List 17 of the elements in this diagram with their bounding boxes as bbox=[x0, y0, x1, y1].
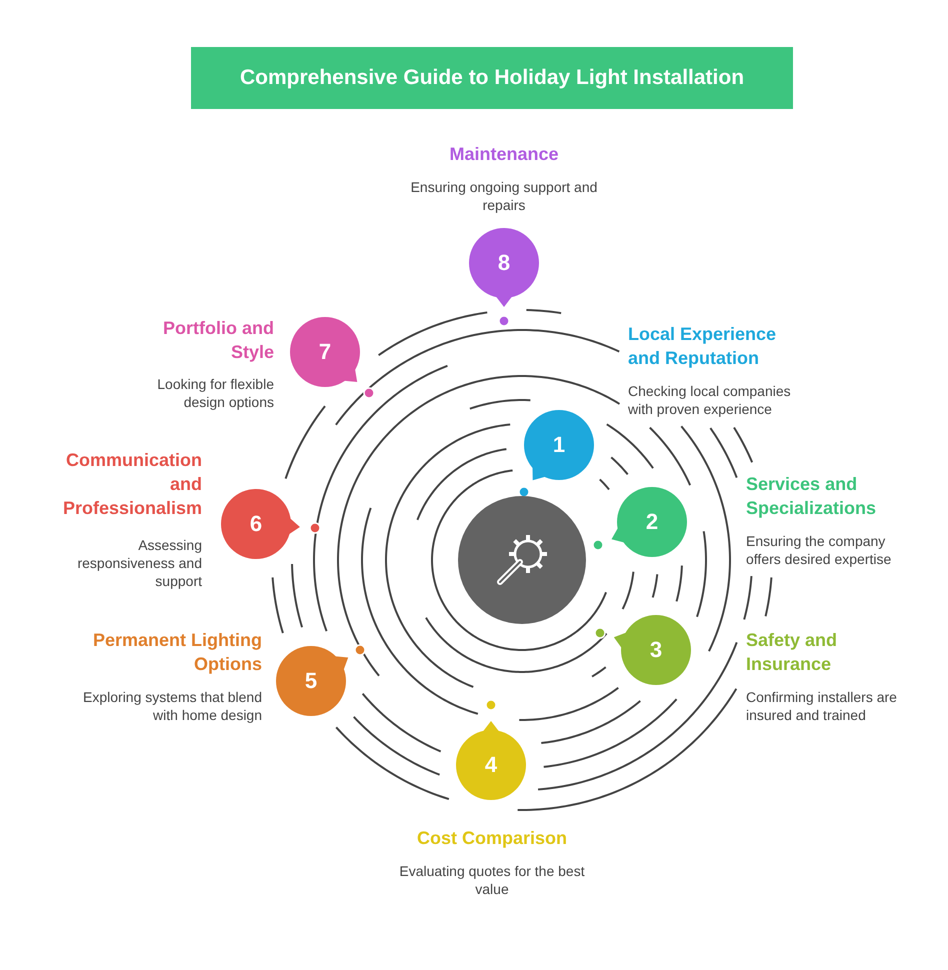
step-description: Looking for flexible design options bbox=[156, 375, 274, 411]
step-description: Exploring systems that blend with home design bbox=[82, 688, 262, 724]
step-description: Ensuring ongoing support and repairs bbox=[410, 178, 598, 214]
step-description: Assessing responsiveness and support bbox=[76, 536, 202, 590]
step-description: Ensuring the company offers desired expertise bbox=[746, 532, 892, 568]
step-description: Checking local companies with proven experience bbox=[628, 382, 792, 418]
step-heading: Portfolio and Style bbox=[162, 317, 274, 364]
step-description: Evaluating quotes for the best value bbox=[398, 862, 586, 898]
step-heading: Maintenance bbox=[448, 143, 560, 166]
step-heading: Communication and Professionalism bbox=[62, 449, 202, 520]
step-heading: Permanent Lighting Options bbox=[92, 629, 262, 676]
title-banner: Comprehensive Guide to Holiday Light Installation bbox=[191, 47, 793, 109]
step-heading: Safety and Insurance bbox=[746, 629, 838, 676]
step-heading: Services and Specializations bbox=[746, 473, 878, 520]
step-heading: Cost Comparison bbox=[416, 827, 568, 850]
step-heading: Local Experience and Reputation bbox=[628, 323, 778, 370]
step-description: Confirming installers are insured and trained bbox=[746, 688, 898, 724]
